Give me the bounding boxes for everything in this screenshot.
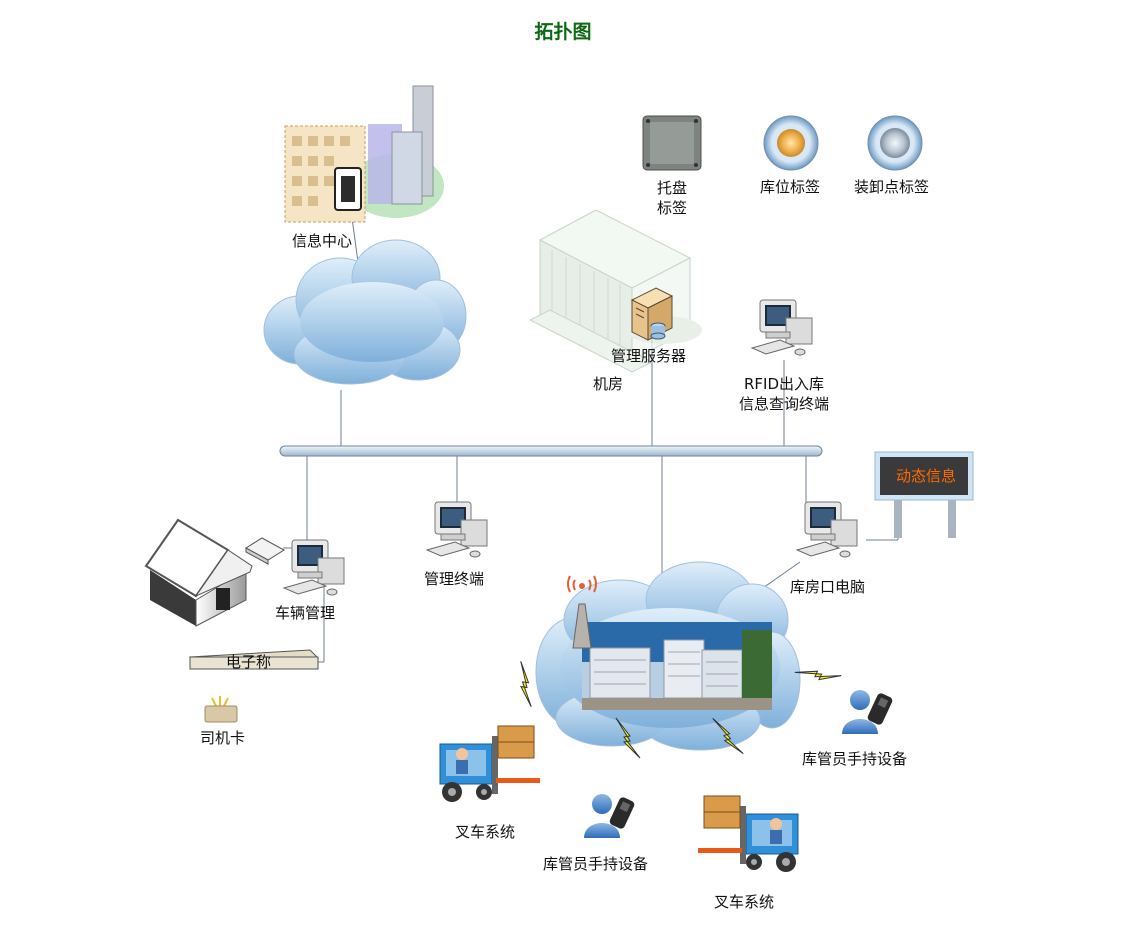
dynamic-info-text: 动态信息: [895, 467, 956, 485]
network-bus: [279, 445, 823, 457]
electronic-scale-icon: [188, 649, 320, 670]
rfid-terminal-computer-icon: [751, 299, 813, 356]
rfid-terminal-label-line2: 信息查询终端: [738, 395, 829, 413]
forklift-system-label: 叉车系统: [455, 823, 516, 841]
handheld-device-label: 库管员手持设备: [802, 750, 908, 768]
pallet-tag-label-line1: 托盘: [656, 179, 687, 197]
forklift-icon: [439, 725, 541, 803]
warehouse-photo: [582, 622, 772, 710]
pallet-tag-icon: [642, 115, 702, 171]
info-center-label: 信息中心: [292, 232, 353, 250]
handheld-worker-icon: [842, 690, 894, 734]
location-tag-label: 库位标签: [760, 178, 821, 196]
management-terminal-label: 管理终端: [424, 570, 485, 588]
pallet-tag-label-line2: 标签: [656, 199, 687, 217]
antenna-icon: [567, 575, 597, 649]
loading-point-tag-icon: [867, 115, 923, 171]
forklift-icon: [697, 795, 799, 873]
location-tag-icon: [763, 115, 819, 171]
vehicle-management-label: 车辆管理: [275, 604, 336, 622]
warehouse-entrance-pc-label: 库房口电脑: [790, 578, 866, 596]
handheld-device-label: 库管员手持设备: [543, 855, 649, 873]
warehouse-entrance-computer-icon: [796, 501, 858, 558]
loading-point-tag-label: 装卸点标签: [854, 178, 930, 196]
management-terminal-computer-icon: [426, 501, 488, 558]
driver-card-label: 司机卡: [200, 729, 246, 747]
router-icon: [245, 537, 285, 565]
house-icon: [144, 518, 253, 627]
info-center-building: [284, 85, 444, 223]
machine-room-label: 机房: [593, 375, 624, 393]
management-server-icon: [630, 287, 674, 341]
dynamic-info-sign: [874, 451, 974, 538]
forklift-system-label: 叉车系统: [714, 893, 775, 911]
handheld-worker-icon: [584, 794, 636, 838]
management-server-label: 管理服务器: [611, 347, 687, 365]
page-title: 拓扑图: [534, 21, 592, 43]
electronic-scale-label: 电子称: [226, 653, 272, 671]
cloud-network-left: [263, 239, 467, 385]
driver-card-icon: [204, 696, 238, 723]
vehicle-management-computer-icon: [283, 539, 345, 596]
wireless-bolt-icon: [794, 652, 842, 696]
rfid-terminal-label-line1: RFID出入库: [743, 375, 825, 393]
